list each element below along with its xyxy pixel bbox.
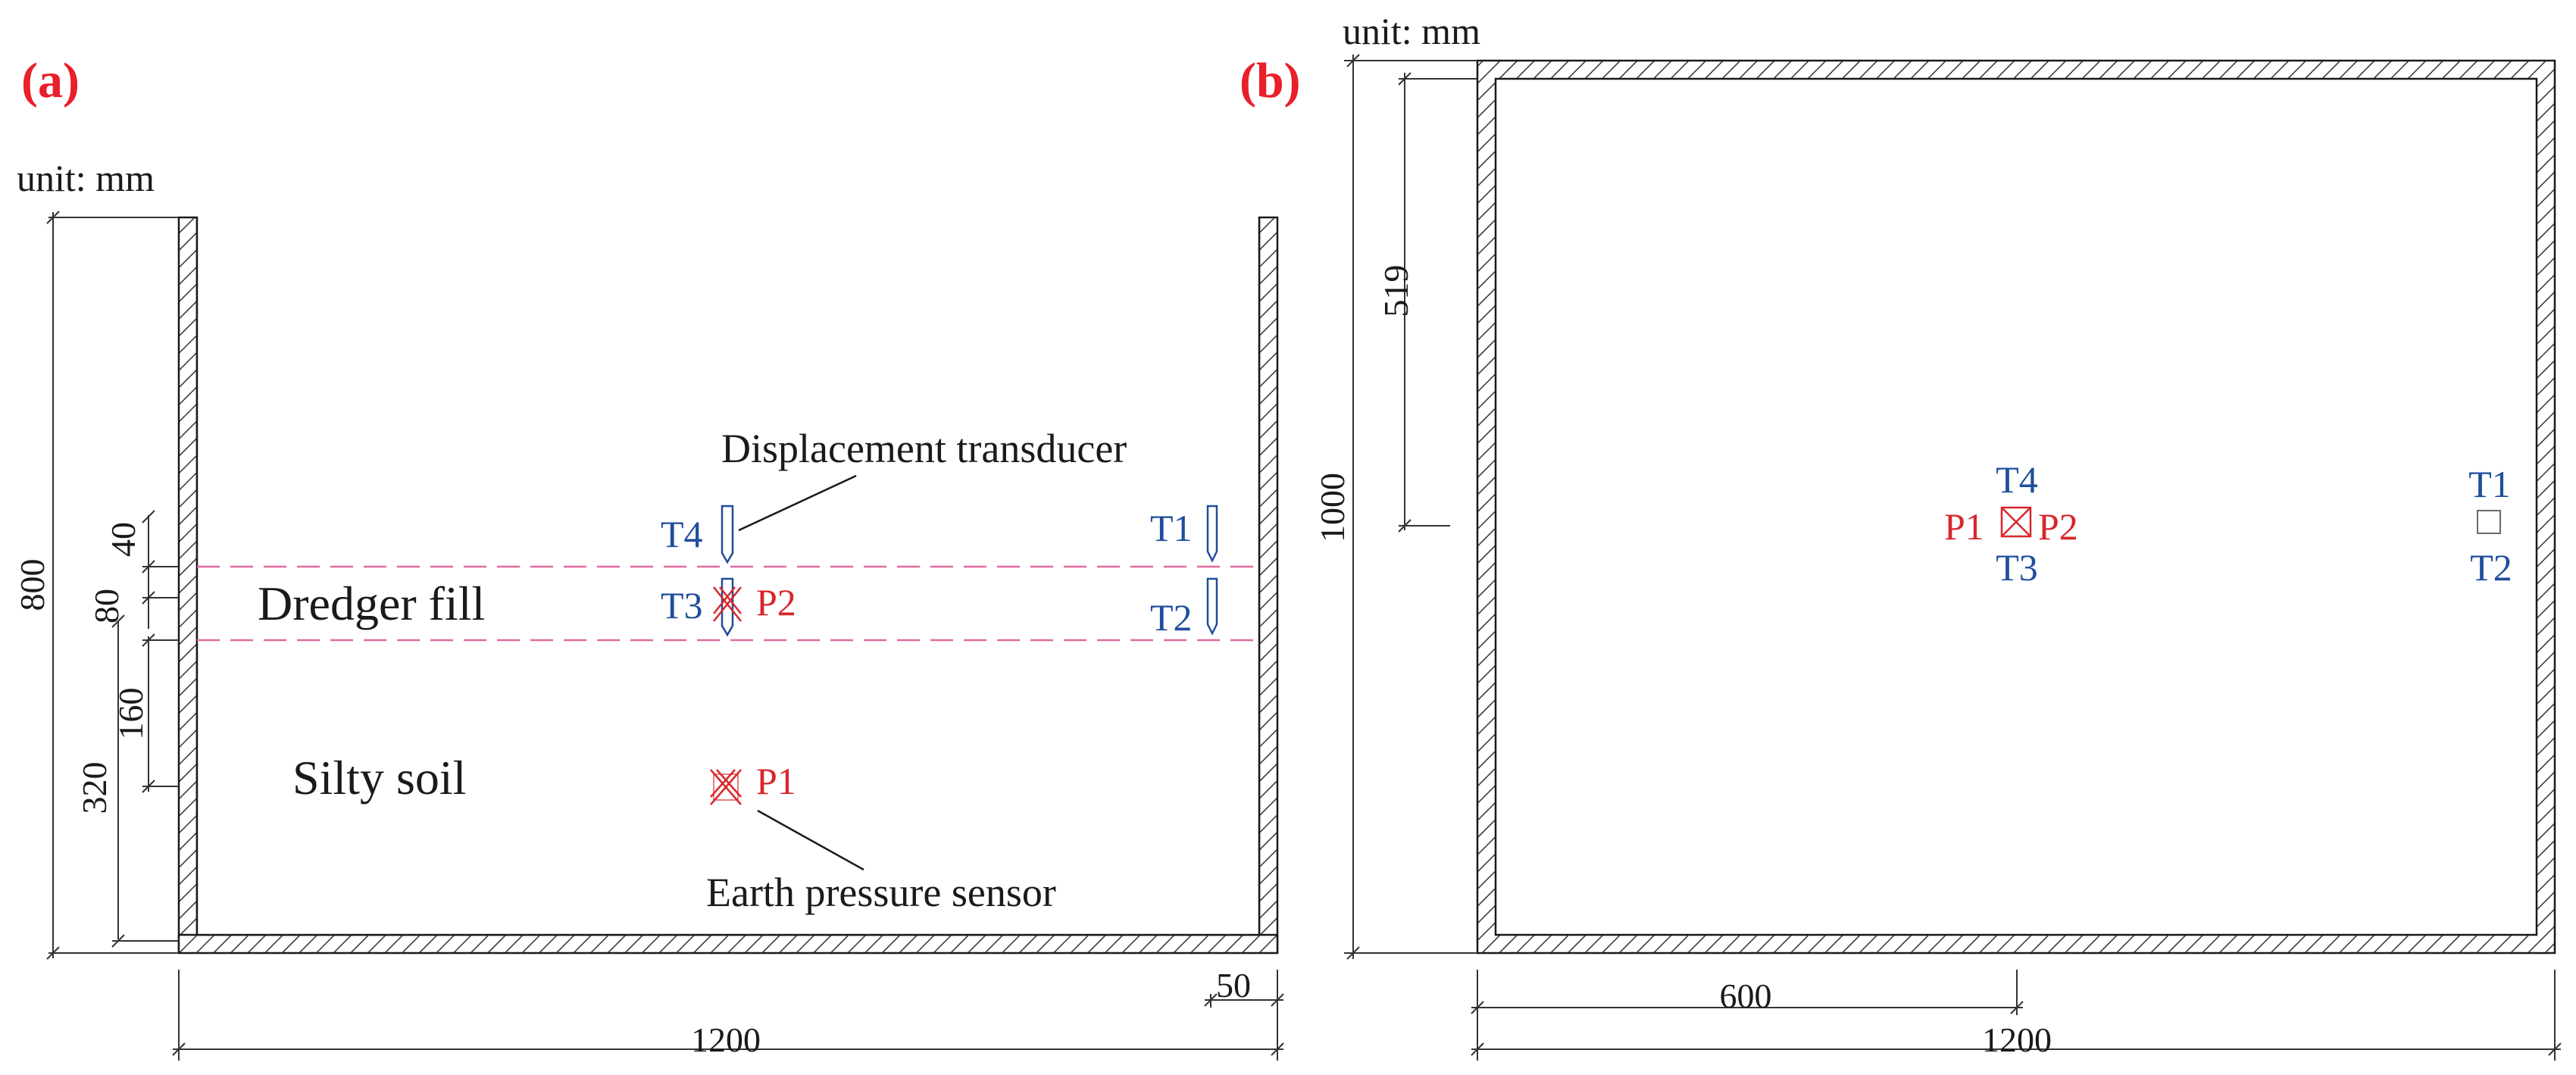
- sensor-t2: T2: [1150, 596, 1193, 639]
- transducer-icon: [721, 505, 734, 564]
- sensor-t1: T1: [1150, 507, 1193, 549]
- pressure-sensor-icon: [2000, 506, 2032, 538]
- transducer-icon: [721, 577, 734, 637]
- transducer-icon: [1206, 505, 1218, 563]
- sensor-b-p1: P1: [1944, 505, 1984, 548]
- dim-1200: [172, 970, 1284, 1061]
- transducer-leader: [738, 474, 857, 532]
- dim-1200b-label: 1200: [1982, 1020, 2052, 1059]
- dim-80-label: 80: [87, 589, 126, 623]
- sensor-b-p2: P2: [2038, 505, 2078, 548]
- pressure-leader: [757, 809, 864, 871]
- right-wall: [1258, 216, 1279, 954]
- left-wall: [177, 216, 199, 954]
- sensor-t3: T3: [661, 584, 703, 627]
- dim-600-label: 600: [1720, 977, 1772, 1015]
- panel-b: (b) unit: mm 1000 519: [1240, 10, 2562, 1061]
- panel-a-label: (a): [21, 53, 80, 108]
- layer-dredger-fill: Dredger fill: [258, 577, 485, 630]
- sensor-p1: P1: [756, 760, 796, 802]
- bottom-wall: [177, 933, 1279, 955]
- panel-a-box: [177, 216, 1279, 955]
- sensor-b-t1: T1: [2468, 463, 2511, 505]
- panel-b-unit: unit: mm: [1343, 10, 1480, 52]
- dim-chain: [111, 510, 179, 948]
- annotation-pressure: Earth pressure sensor: [706, 870, 1056, 915]
- sensor-b-t2: T2: [2470, 546, 2512, 589]
- dim-bottom-b: [1471, 970, 2562, 1061]
- sensor-b-t4: T4: [1996, 458, 2038, 501]
- pressure-sensor-icon: [710, 769, 742, 805]
- panel-b-label: (b): [1240, 53, 1301, 108]
- dim-519: [1398, 72, 1477, 533]
- dim-320-label: 320: [75, 762, 114, 814]
- layer-silty-soil: Silty soil: [292, 751, 466, 805]
- sensor-t4: T4: [661, 513, 703, 555]
- sensor-p2: P2: [756, 581, 796, 623]
- dim-800: [46, 211, 179, 960]
- dim-519-label: 519: [1377, 265, 1415, 317]
- dim-1000: [1344, 54, 1477, 960]
- dim-50-label: 50: [1216, 966, 1251, 1005]
- dim-1000-label: 1000: [1313, 473, 1352, 542]
- dim-160-label: 160: [111, 688, 150, 740]
- panel-a-unit: unit: mm: [17, 157, 155, 199]
- transducer-icon: [1206, 577, 1218, 636]
- dim-1200-label: 1200: [691, 1020, 761, 1059]
- annotation-transducer: Displacement transducer: [721, 426, 1127, 471]
- panel-a: (a) unit: mm 800: [13, 53, 1284, 1061]
- dim-800-label: 800: [13, 559, 52, 611]
- transducer-plan-icon: [2477, 510, 2501, 534]
- dim-40-label: 40: [104, 522, 142, 557]
- panel-b-box: [1476, 59, 2556, 955]
- sensor-b-t3: T3: [1996, 546, 2038, 589]
- pressure-sensor-icon: [713, 586, 742, 622]
